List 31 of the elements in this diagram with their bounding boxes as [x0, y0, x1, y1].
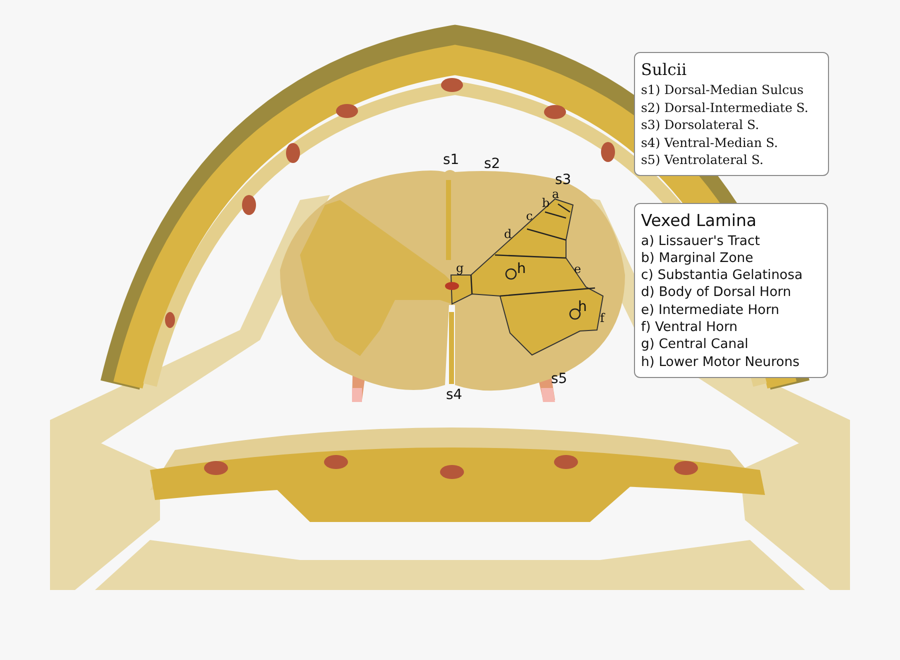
region-letter: c	[526, 210, 533, 222]
key-entry: b) Marginal Zone	[641, 250, 754, 268]
region-letter: a	[552, 188, 560, 200]
key-entry: e) Intermediate Horn	[641, 302, 780, 319]
sulcus-label: h	[578, 300, 587, 314]
region-letter: b	[542, 197, 550, 209]
key-entry: s3) Dorsolateral S.	[641, 116, 760, 134]
key-heading: Vexed Lamina	[641, 210, 758, 232]
key-entry: f) Ventral Horn	[641, 318, 739, 336]
key-heading: Sulcii	[641, 59, 688, 81]
sulcus-label: s3	[555, 173, 572, 187]
key-panel	[634, 52, 829, 176]
key-entry: s4) Ventral-Median S.	[641, 134, 779, 151]
region-letter: d	[504, 228, 512, 240]
key-entry: g) Central Canal	[641, 336, 750, 354]
key-entry: d) Body of Dorsal Horn	[641, 284, 792, 302]
key-entry: s1) Dorsal-Median Sulcus	[641, 81, 805, 98]
region-letter: e	[574, 263, 582, 275]
region-letter: f	[600, 312, 604, 324]
key-entry: s5) Ventrolateral S.	[641, 151, 764, 168]
region-letter: g	[456, 262, 464, 274]
sulcus-label: s2	[484, 157, 500, 171]
key-entry: h) Lower Motor Neurons	[641, 354, 800, 371]
sulcus-label: s1	[443, 153, 460, 167]
key-entry: s2) Dorsal-Intermediate S.	[641, 98, 810, 116]
key-panel	[634, 203, 828, 378]
sulcus-label: h	[517, 262, 526, 276]
sulcus-label: s4	[446, 388, 462, 402]
key-entry: c) Substantia Gelatinosa	[641, 267, 804, 284]
key-entry: a) Lissauer's Tract	[641, 232, 761, 250]
sulcus-label: s5	[551, 372, 568, 386]
